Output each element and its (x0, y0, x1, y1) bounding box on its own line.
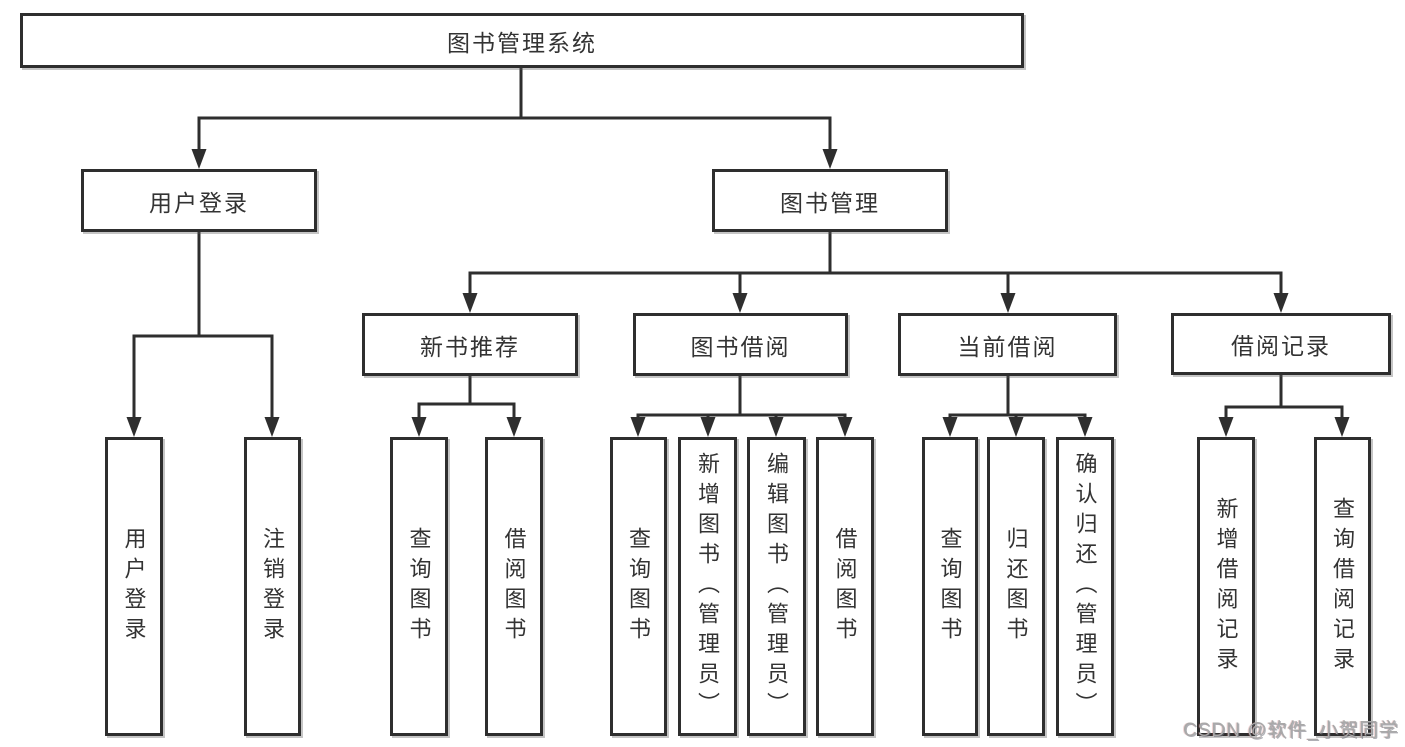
node-new-book-recommend-label: 新书推荐 (420, 333, 520, 360)
node-leaf-logout: 注销登录 (244, 437, 301, 736)
arrowhead-leaf-cb-confirm (1077, 417, 1093, 437)
node-book-management: 图书管理 (712, 169, 948, 232)
arrowhead-leaf-bb-edit (768, 417, 784, 437)
arrowhead-leaf-logout (264, 417, 280, 437)
arrowhead-borrow-records (1273, 293, 1289, 313)
node-leaf-add-book-admin: 新增图书（管理员） (678, 437, 737, 736)
connector-root-to-level2 (197, 66, 832, 153)
arrowhead-leaf-bb-borrow (837, 417, 853, 437)
node-leaf-return-book: 归还图书 (987, 437, 1045, 736)
arrowhead-user-login (191, 149, 207, 169)
node-leaf-borrow-query-label: 查询图书 (626, 526, 652, 647)
node-leaf-borrow-book: 借阅图书 (816, 437, 874, 736)
connector-book-borrow-branch (636, 374, 847, 421)
arrowhead-current-borrow (1000, 293, 1016, 313)
node-borrow-records: 借阅记录 (1171, 313, 1391, 375)
node-leaf-add-borrow-record-label: 新增借阅记录 (1213, 496, 1239, 677)
node-current-borrow: 当前借阅 (898, 313, 1117, 376)
node-leaf-newbook-query: 查询图书 (390, 437, 448, 736)
node-leaf-newbook-query-label: 查询图书 (406, 526, 432, 647)
arrowhead-leaf-bb-add (700, 417, 716, 437)
node-leaf-confirm-return-admin: 确认归还（管理员） (1056, 437, 1114, 736)
node-book-borrow: 图书借阅 (633, 313, 848, 376)
node-user-login: 用户登录 (81, 169, 317, 232)
node-leaf-confirm-return-admin-label: 确认归还（管理员） (1072, 451, 1098, 722)
node-new-book-recommend: 新书推荐 (362, 313, 578, 376)
connector-book-mgmt-branch (468, 230, 1283, 297)
node-leaf-edit-book-admin-label: 编辑图书（管理员） (764, 451, 790, 722)
node-root: 图书管理系统 (20, 13, 1024, 68)
node-root-label: 图书管理系统 (447, 29, 597, 56)
arrowhead-leaf-nb-borrow (506, 417, 522, 437)
arrowhead-leaf-cb-return (1008, 417, 1024, 437)
arrowhead-leaf-user-login (126, 417, 142, 437)
node-leaf-logout-label: 注销登录 (260, 526, 286, 647)
arrowhead-book-borrow (732, 293, 748, 313)
node-leaf-add-book-admin-label: 新增图书（管理员） (695, 451, 721, 722)
node-leaf-current-query-label: 查询图书 (937, 526, 963, 647)
node-book-borrow-label: 图书借阅 (690, 333, 791, 360)
arrowhead-leaf-cb-query (942, 417, 958, 437)
node-leaf-newbook-borrow-label: 借阅图书 (501, 526, 527, 647)
node-leaf-user-login: 用户登录 (105, 437, 163, 736)
node-leaf-add-borrow-record: 新增借阅记录 (1197, 437, 1255, 736)
node-leaf-newbook-borrow: 借阅图书 (485, 437, 543, 736)
node-leaf-query-borrow-record: 查询借阅记录 (1314, 437, 1371, 736)
connector-current-borrow-branch (948, 374, 1087, 421)
arrowhead-leaf-br-add (1218, 417, 1234, 437)
node-leaf-query-borrow-record-label: 查询借阅记录 (1330, 496, 1356, 677)
arrowhead-new-book (462, 293, 478, 313)
arrowhead-leaf-nb-query (411, 417, 427, 437)
connector-borrow-records-branch (1224, 373, 1344, 421)
arrowhead-leaf-br-query (1334, 417, 1350, 437)
node-leaf-current-query: 查询图书 (922, 437, 978, 736)
node-borrow-records-label: 借阅记录 (1231, 333, 1331, 359)
node-leaf-return-book-label: 归还图书 (1003, 526, 1029, 647)
node-leaf-user-login-label: 用户登录 (121, 526, 147, 647)
node-user-login-label: 用户登录 (149, 189, 249, 216)
node-current-borrow-label: 当前借阅 (957, 333, 1058, 360)
csdn-watermark: CSDN @软件_小贺同学 (1183, 720, 1399, 741)
arrowhead-book-mgmt (822, 149, 838, 169)
node-leaf-borrow-query: 查询图书 (610, 437, 667, 736)
arrowhead-leaf-bb-query (630, 417, 646, 437)
node-leaf-borrow-book-label: 借阅图书 (832, 526, 858, 647)
node-leaf-edit-book-admin: 编辑图书（管理员） (747, 437, 806, 736)
connector-new-book-branch (417, 374, 516, 421)
node-book-management-label: 图书管理 (780, 189, 880, 216)
connector-user-login-branch (132, 230, 274, 421)
